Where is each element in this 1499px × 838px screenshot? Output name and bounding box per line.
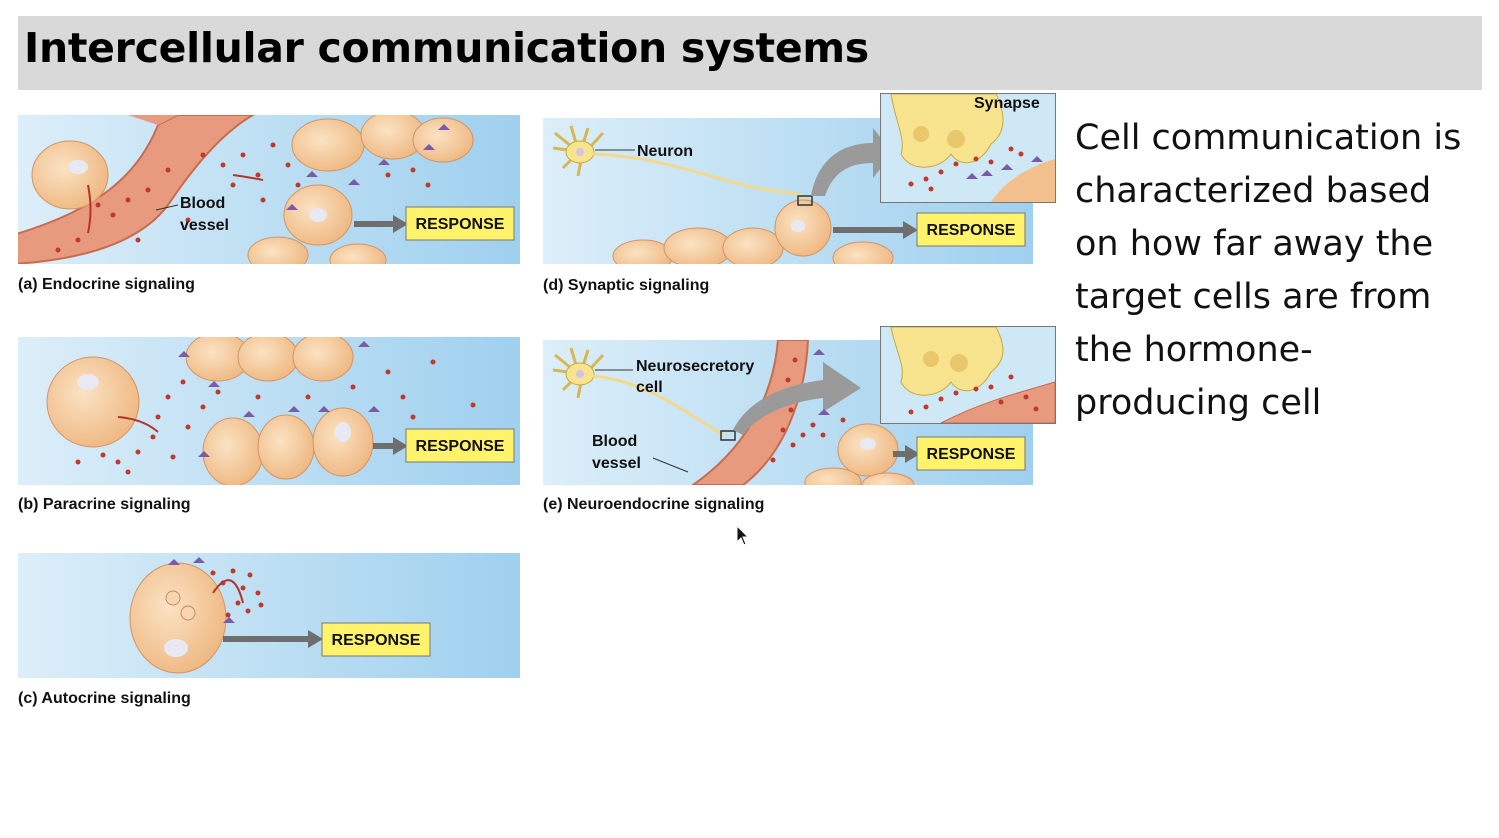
caption-paracrine: (b) Paracrine signaling bbox=[18, 496, 191, 513]
caption-endocrine: (a) Endocrine signaling bbox=[18, 276, 195, 293]
slide-body-text: Cell communication is characterized base… bbox=[1075, 118, 1462, 423]
vessel-label: vessel bbox=[592, 455, 641, 472]
neurosecretory-cell bbox=[552, 347, 724, 437]
response-label: RESPONSE bbox=[927, 446, 1016, 463]
response-label: RESPONSE bbox=[927, 222, 1016, 239]
autocrine-diagram: RESPONSE bbox=[18, 553, 520, 678]
neuroendocrine-diagram: Neurosecretory cell Blood vessel RESPONS… bbox=[543, 340, 1033, 485]
response-box bbox=[321, 622, 431, 657]
hormone-molecules bbox=[55, 142, 431, 253]
caption-autocrine: (c) Autocrine signaling bbox=[18, 690, 191, 707]
blood-vessel bbox=[18, 115, 256, 264]
synapse-inset: Synapse bbox=[880, 93, 1056, 203]
endocrine-diagram: Blood vessel RESPONSE bbox=[18, 115, 520, 264]
slide-title: Intercellular communication systems bbox=[24, 24, 869, 72]
synapse-label: Synapse bbox=[974, 95, 1040, 112]
response-box bbox=[916, 436, 1026, 471]
response-label: RESPONSE bbox=[416, 438, 505, 455]
response-box bbox=[405, 428, 515, 463]
secreting-cell bbox=[46, 356, 140, 448]
neurosecretory-label: Neurosecretory bbox=[636, 358, 754, 375]
blood-label: Blood bbox=[592, 433, 637, 450]
caption-synaptic: (d) Synaptic signaling bbox=[543, 277, 710, 294]
response-label: RESPONSE bbox=[416, 216, 505, 233]
blood-vessel bbox=[691, 340, 810, 485]
secreting-cell bbox=[31, 140, 109, 210]
cell-label: cell bbox=[636, 379, 663, 396]
hormone-molecules bbox=[770, 357, 856, 463]
title-bar: Intercellular communication systems bbox=[18, 16, 1482, 90]
zoom-arrow bbox=[811, 128, 893, 196]
response-box bbox=[405, 206, 515, 241]
paracrine-diagram: RESPONSE bbox=[18, 337, 520, 485]
zoom-arrow bbox=[733, 362, 861, 435]
hormone-molecules bbox=[75, 359, 476, 475]
response-box bbox=[916, 212, 1026, 247]
neuron-label: Neuron bbox=[637, 143, 693, 160]
vessel-label: vessel bbox=[180, 217, 229, 234]
blood-label: Blood bbox=[180, 195, 225, 212]
caption-neuroendocrine: (e) Neuroendocrine signaling bbox=[543, 496, 765, 513]
response-label: RESPONSE bbox=[332, 632, 421, 649]
mouse-pointer-icon bbox=[736, 524, 750, 552]
neuroendocrine-inset bbox=[880, 326, 1056, 424]
